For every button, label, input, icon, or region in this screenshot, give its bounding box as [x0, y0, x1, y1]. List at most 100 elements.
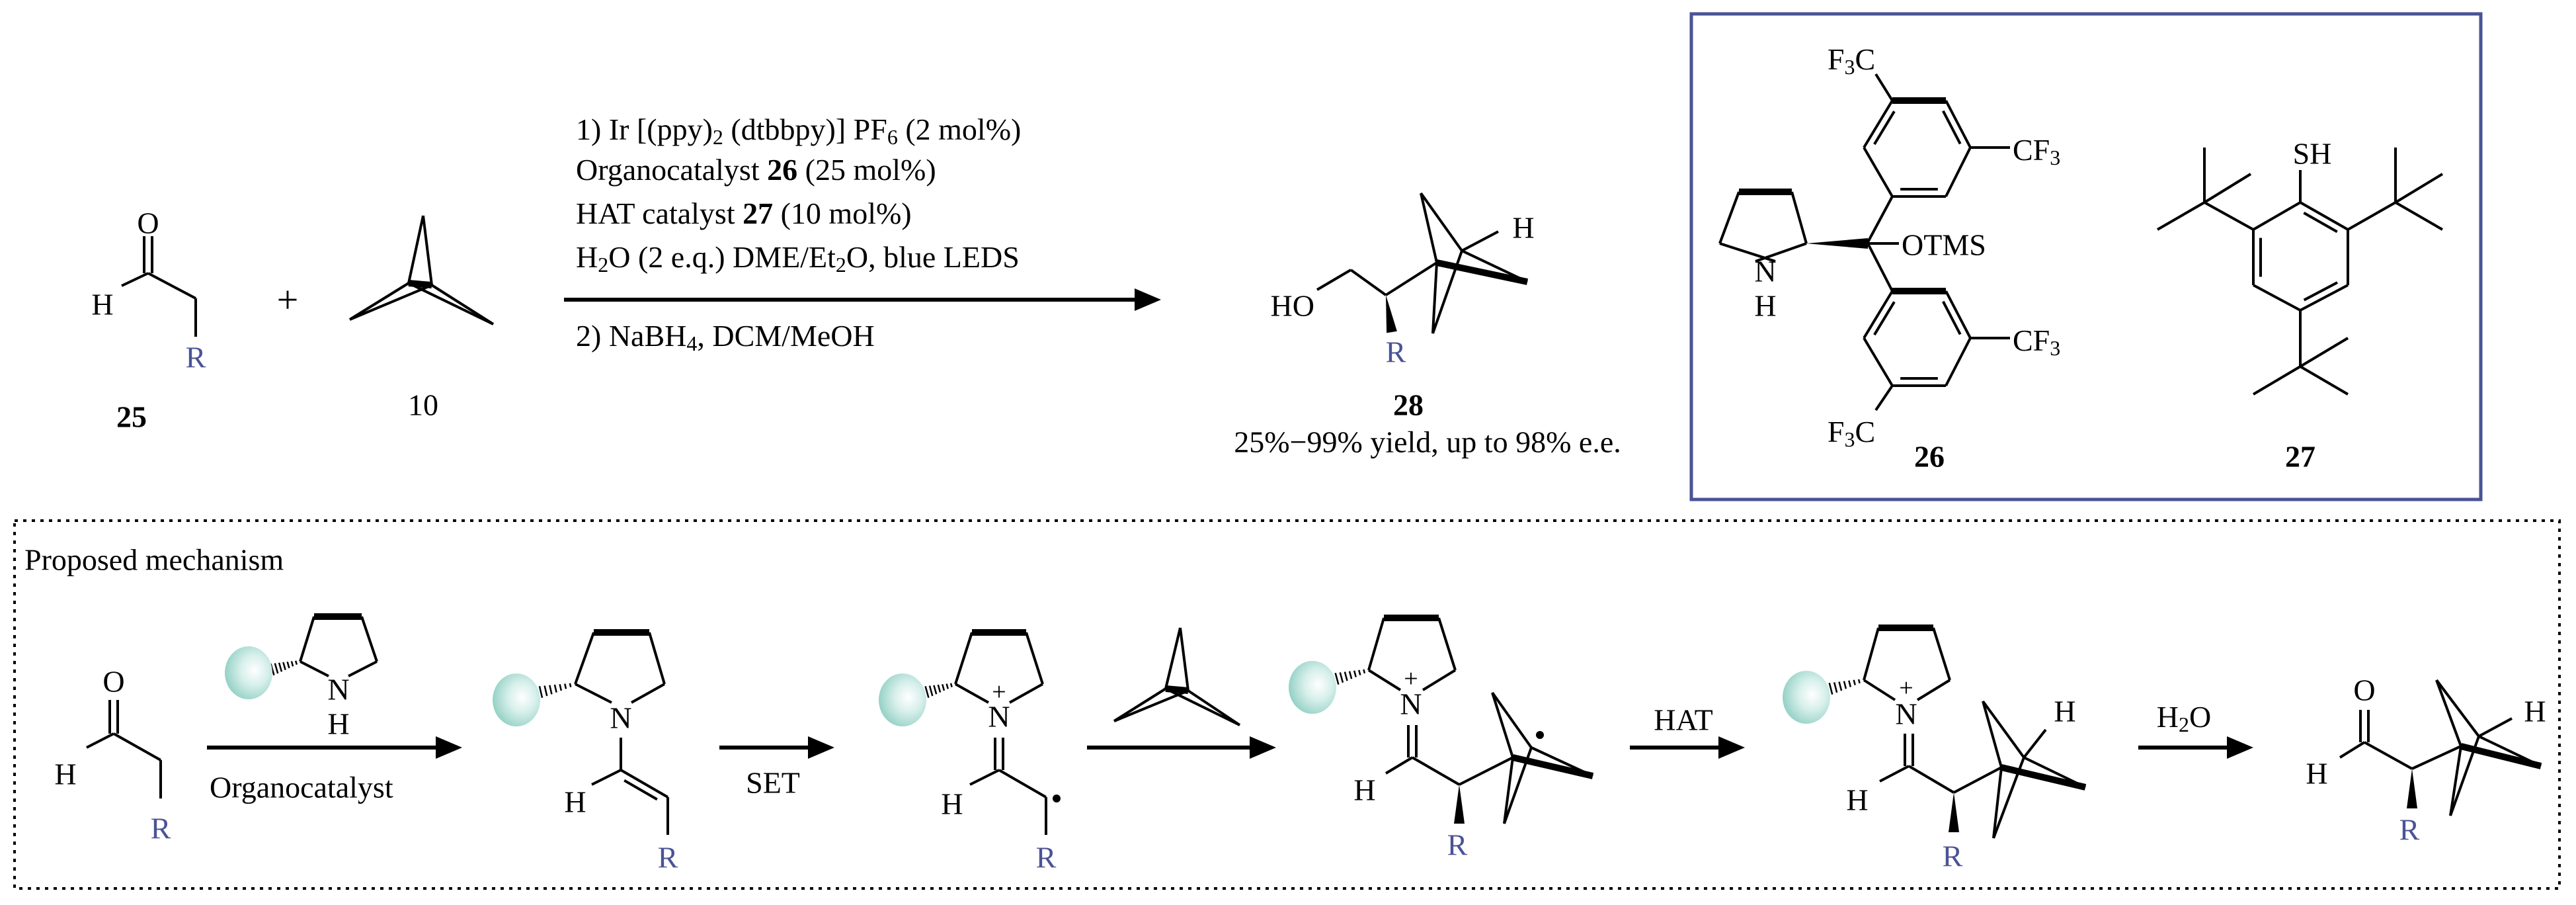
organocatalyst-26-bond: [1863, 337, 1894, 387]
condition-line-4: H2O (2 e.q.) DME/Et2O, blue LEDS: [576, 240, 1020, 277]
bond-layer: [86, 73, 2542, 839]
mech-enamine-bond: [591, 769, 622, 786]
mech-radical-adduct-hashed-bond: [1334, 672, 1340, 685]
mech-product-bond: [2339, 741, 2366, 759]
atom-hydrogen: H: [91, 288, 113, 322]
hat-catalyst-27-bond: [2299, 337, 2349, 368]
mech-enamine-hashed-bond: [538, 685, 543, 699]
r-group: R: [1036, 841, 1057, 875]
condition-line-1: 1) Ir [(ppy)2 (dtbbpy)] PF6 (2 mol%): [576, 112, 1021, 150]
mech-radical-adduct-bond: [1385, 756, 1414, 775]
organocatalyst-26-bond: [1863, 146, 1894, 198]
mech-iminium-adduct-bond: [1982, 701, 2003, 768]
product-28-bond: [1461, 230, 1499, 252]
mech-radical-adduct-hashed-bond: [1339, 672, 1344, 683]
mech-iminium-adduct-bond: [2023, 728, 2047, 759]
bicyclobutane-10-bond: [349, 284, 432, 321]
mechanism-arrow-hat-head: [1718, 736, 1745, 759]
plus-sign: +: [277, 279, 299, 322]
mech-radical-adduct-bond: [1437, 617, 1457, 671]
mech-iminium-adduct-bond: [1916, 679, 1951, 701]
positive-charge: +: [1899, 674, 1913, 702]
mech-iminium-adduct-bond: [1992, 767, 2003, 839]
yield-text: 25%−99% yield, up to 98% e.e.: [1234, 425, 1621, 459]
mech-bicyclobutane-bond: [1187, 689, 1241, 726]
hat-catalyst-27-bond: [2347, 201, 2396, 231]
atom-hydrogen: H: [1846, 783, 1868, 817]
hydroxyl-group: HO: [1271, 289, 1314, 323]
mech-iminium-radical-hashed-bond: [924, 685, 930, 699]
hat-catalyst-27-bond: [2253, 284, 2301, 312]
hat-catalyst-27-bond: [2299, 365, 2349, 396]
radical-dot: [1536, 731, 1544, 739]
mech-iminium-adduct-hashed-bond: [1848, 680, 1852, 687]
catalyst-box: [1689, 12, 2483, 501]
mech-product-bond: [2411, 745, 2462, 770]
mech-radical-adduct-hashed-bond: [1348, 671, 1353, 679]
organocatalyst-26-bond: [1942, 300, 1962, 335]
r-group: R: [1943, 840, 1963, 873]
trifluoromethyl-label: CF3: [2013, 323, 2060, 361]
mech-product-bond: [2460, 743, 2542, 769]
positive-charge: +: [992, 678, 1006, 706]
mech-product-bond: [2364, 741, 2413, 770]
mechanism-box: [13, 519, 2561, 890]
r-group: R: [658, 841, 678, 875]
catalyst-sphere: [493, 673, 540, 726]
hat-catalyst-27-bond: [2300, 201, 2349, 231]
trifluoromethyl-label: CF3: [2013, 133, 2060, 170]
trifluoromethyl-label: F3C: [1828, 415, 1875, 452]
mech-enamine-bond: [648, 632, 666, 685]
bicyclobutane-10-bond: [407, 215, 424, 284]
condition-line-5: 2) NaBH4, DCM/MeOH: [576, 319, 875, 356]
catalyst-sphere: [225, 646, 272, 699]
mech-catalyst-hashed-bond: [286, 661, 290, 669]
mech-product-bond: [2435, 679, 2462, 747]
hat-catalyst-27-bond: [2156, 201, 2206, 231]
product-28-bond: [1435, 259, 1529, 285]
mech-enamine-bond: [575, 683, 612, 704]
product-28-bond: [1316, 269, 1352, 291]
mechanism-arrow-organocatalyst-head: [436, 736, 462, 759]
catalyst-sphere: [1289, 661, 1336, 714]
mech-catalyst-hashed-bond: [278, 662, 283, 672]
organocatalyst-26-bond: [1718, 191, 1740, 244]
mech-iminium-radical-bond: [969, 769, 1000, 786]
atom-hydrogen: H: [2524, 695, 2546, 728]
mechanism-title: Proposed mechanism: [24, 543, 284, 577]
condition-line-3: HAT catalyst 27 (10 mol%): [576, 196, 912, 230]
organocatalyst-26-bond: [1874, 73, 1894, 102]
organocatalyst-26-bond: [1791, 191, 1808, 244]
r-group: R: [186, 341, 206, 374]
bicyclobutane-10-bond: [348, 282, 410, 321]
mech-iminium-adduct-wedge-bond: [1949, 793, 1959, 832]
mech-bicyclobutane-bond: [1165, 687, 1240, 726]
mech-enamine-hashed-bond: [559, 683, 563, 691]
product-28-wedge-bond: [1386, 295, 1397, 333]
mech-catalyst-bond: [360, 616, 378, 662]
mech-enamine-hashed-bond: [549, 685, 553, 695]
mech-catalyst-hashed-bond: [274, 663, 279, 674]
mech-product-bond: [2435, 679, 2480, 738]
mech-iminium-radical-hashed-bond: [949, 683, 953, 687]
bicyclobutane-10-bond: [430, 284, 495, 325]
mech-radical-adduct-bond: [1491, 691, 1533, 749]
organocatalyst-26-bond: [1863, 99, 1894, 149]
organocatalyst-26-bond: [1945, 290, 1972, 339]
mech-catalyst-hashed-bond: [282, 662, 286, 670]
r-group: R: [1447, 828, 1468, 862]
arrow-label-hat: HAT: [1654, 703, 1712, 737]
mech-iminium-radical-hashed-bond: [928, 685, 934, 697]
organocatalyst-26-bond: [1863, 290, 1894, 339]
mech-radical-adduct-bond: [1459, 756, 1513, 786]
bicyclobutane-10-bond: [408, 280, 432, 288]
aldehyde-25-bond: [121, 272, 149, 287]
mech-catalyst-bond: [348, 660, 378, 677]
mech-iminium-adduct-bond: [1879, 765, 1910, 783]
product-28-bond: [1349, 269, 1387, 296]
mech-bicyclobutane-bond: [1165, 685, 1189, 694]
mech-iminium-adduct-bond: [1932, 627, 1951, 681]
hat-catalyst-27-bond: [2252, 365, 2302, 396]
atom-hydrogen: H: [941, 787, 963, 821]
atom-nitrogen: N: [1400, 687, 1422, 721]
